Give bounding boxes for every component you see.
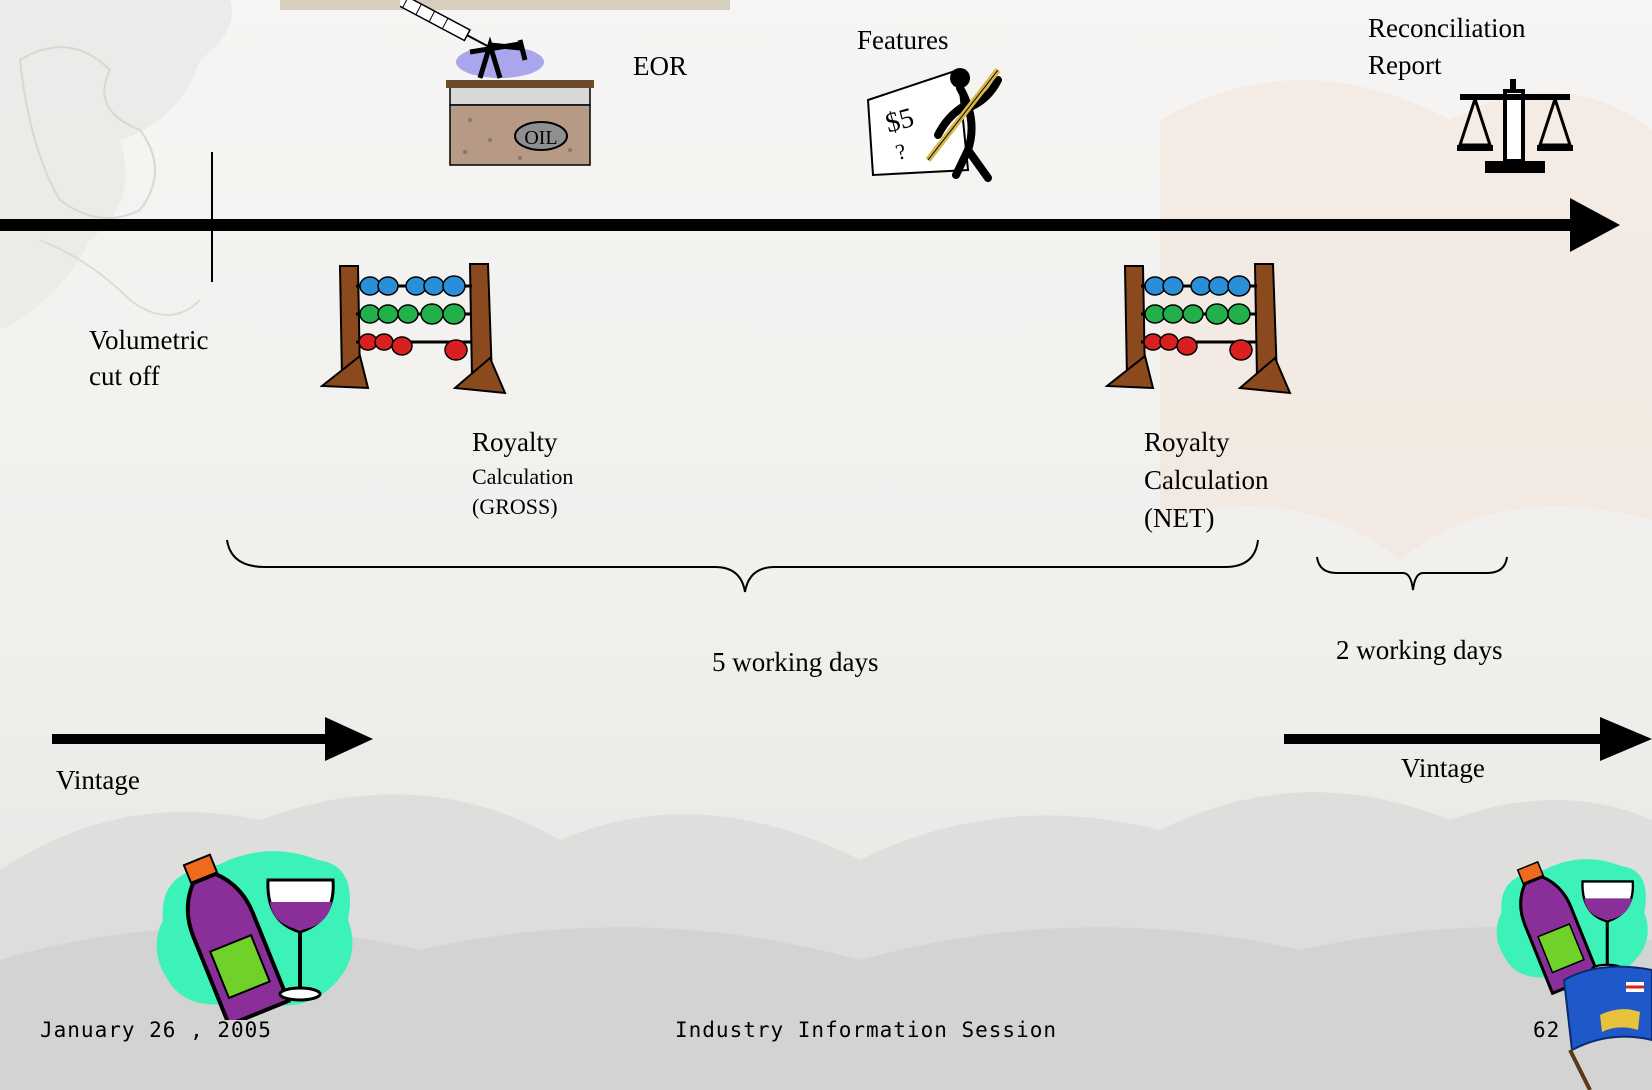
vintage-arrow-right	[1284, 717, 1652, 761]
artist-sign-icon: $5 ?	[866, 68, 1002, 182]
vintage-label-right: Vintage	[1401, 753, 1485, 783]
syringe-oil-rig-icon: OIL	[400, 0, 594, 166]
footer-session: Industry Information Session	[675, 1018, 1058, 1042]
royalty-gross-line3: (GROSS)	[472, 494, 558, 519]
scales-icon	[1457, 79, 1573, 173]
five-days-label: 5 working days	[712, 647, 879, 677]
reconciliation-label-line2: Report	[1368, 50, 1442, 80]
oil-label: OIL	[524, 127, 557, 149]
five-days-brace	[226, 539, 1259, 593]
two-days-label: 2 working days	[1336, 635, 1503, 665]
wine-bottle-glass-icon	[1496, 859, 1648, 996]
reconciliation-label-line1: Reconciliation	[1368, 13, 1526, 43]
wine-bottle-glass-icon	[156, 851, 353, 1020]
abacus-icon	[320, 263, 507, 395]
two-days-brace	[1316, 556, 1508, 591]
cutoff-marker-line	[211, 152, 213, 282]
royalty-net-line1: Royalty	[1144, 427, 1230, 457]
volumetric-label-line2: cut off	[89, 361, 160, 391]
royalty-net-line2: Calculation	[1144, 465, 1269, 495]
footer-page-number: 62	[1533, 1018, 1561, 1042]
alberta-flag-icon	[1562, 965, 1652, 1090]
abacus-icon	[1105, 263, 1292, 395]
royalty-net-line3: (NET)	[1144, 503, 1215, 533]
features-label: Features	[857, 25, 949, 55]
footer-date: January 26 , 2005	[40, 1018, 272, 1042]
eor-label: EOR	[633, 51, 687, 81]
vintage-label-left: Vintage	[56, 765, 140, 795]
royalty-gross-line1: Royalty	[472, 427, 558, 457]
vintage-arrow-left	[52, 717, 373, 761]
royalty-gross-line2: Calculation	[472, 464, 574, 489]
timeline-arrow	[0, 198, 1620, 252]
volumetric-label-line1: Volumetric	[89, 325, 209, 355]
